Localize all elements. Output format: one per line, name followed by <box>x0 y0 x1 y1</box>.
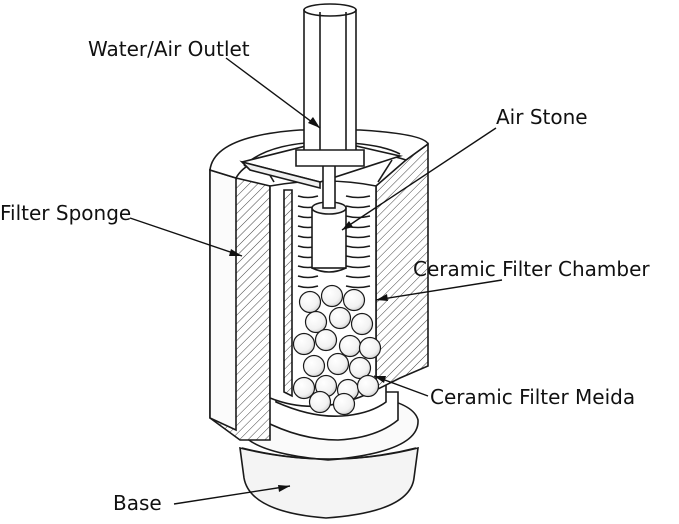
ceramic-ball <box>302 354 326 378</box>
chamber-slot <box>345 285 371 289</box>
chamber-slot <box>345 235 371 239</box>
chamber-slot <box>345 215 371 219</box>
chamber-slot <box>297 285 319 289</box>
ceramic-ball <box>356 374 380 398</box>
chamber-slot <box>345 265 371 269</box>
ceramic-ball <box>314 328 338 352</box>
air-stone <box>311 159 347 273</box>
chamber-slot <box>297 195 319 199</box>
label-ceramic-filter-chamber: Ceramic Filter Chamber <box>413 257 650 281</box>
ceramic-ball <box>308 390 332 414</box>
chamber-slot <box>297 275 319 279</box>
water-air-outlet <box>295 3 365 167</box>
ceramic-ball <box>358 336 382 360</box>
chamber-slot <box>345 245 371 249</box>
ceramic-ball <box>350 312 374 336</box>
label-ceramic-filter-media: Ceramic Filter Meida <box>430 385 635 409</box>
label-base: Base <box>113 491 162 515</box>
label-water-air-outlet: Water/Air Outlet <box>88 37 250 61</box>
chamber-slot <box>345 205 371 209</box>
ceramic-ball <box>326 352 350 376</box>
ceramic-filter-media <box>292 284 382 416</box>
chamber-slot <box>345 275 371 279</box>
chamber-slot <box>345 255 371 259</box>
leader-lines <box>129 57 503 505</box>
label-air-stone: Air Stone <box>496 105 588 129</box>
ceramic-ball <box>338 334 362 358</box>
ceramic-ball <box>342 288 366 312</box>
chamber-slots <box>297 195 371 289</box>
ceramic-ball <box>298 290 322 314</box>
ceramic-ball <box>304 310 328 334</box>
ceramic-ball <box>292 376 316 400</box>
ceramic-ball <box>332 392 356 416</box>
chamber-slot <box>345 195 371 199</box>
ceramic-ball <box>292 332 316 356</box>
ceramic-ball <box>328 306 352 330</box>
ceramic-ball <box>320 284 344 308</box>
label-filter-sponge: Filter Sponge <box>0 201 131 225</box>
